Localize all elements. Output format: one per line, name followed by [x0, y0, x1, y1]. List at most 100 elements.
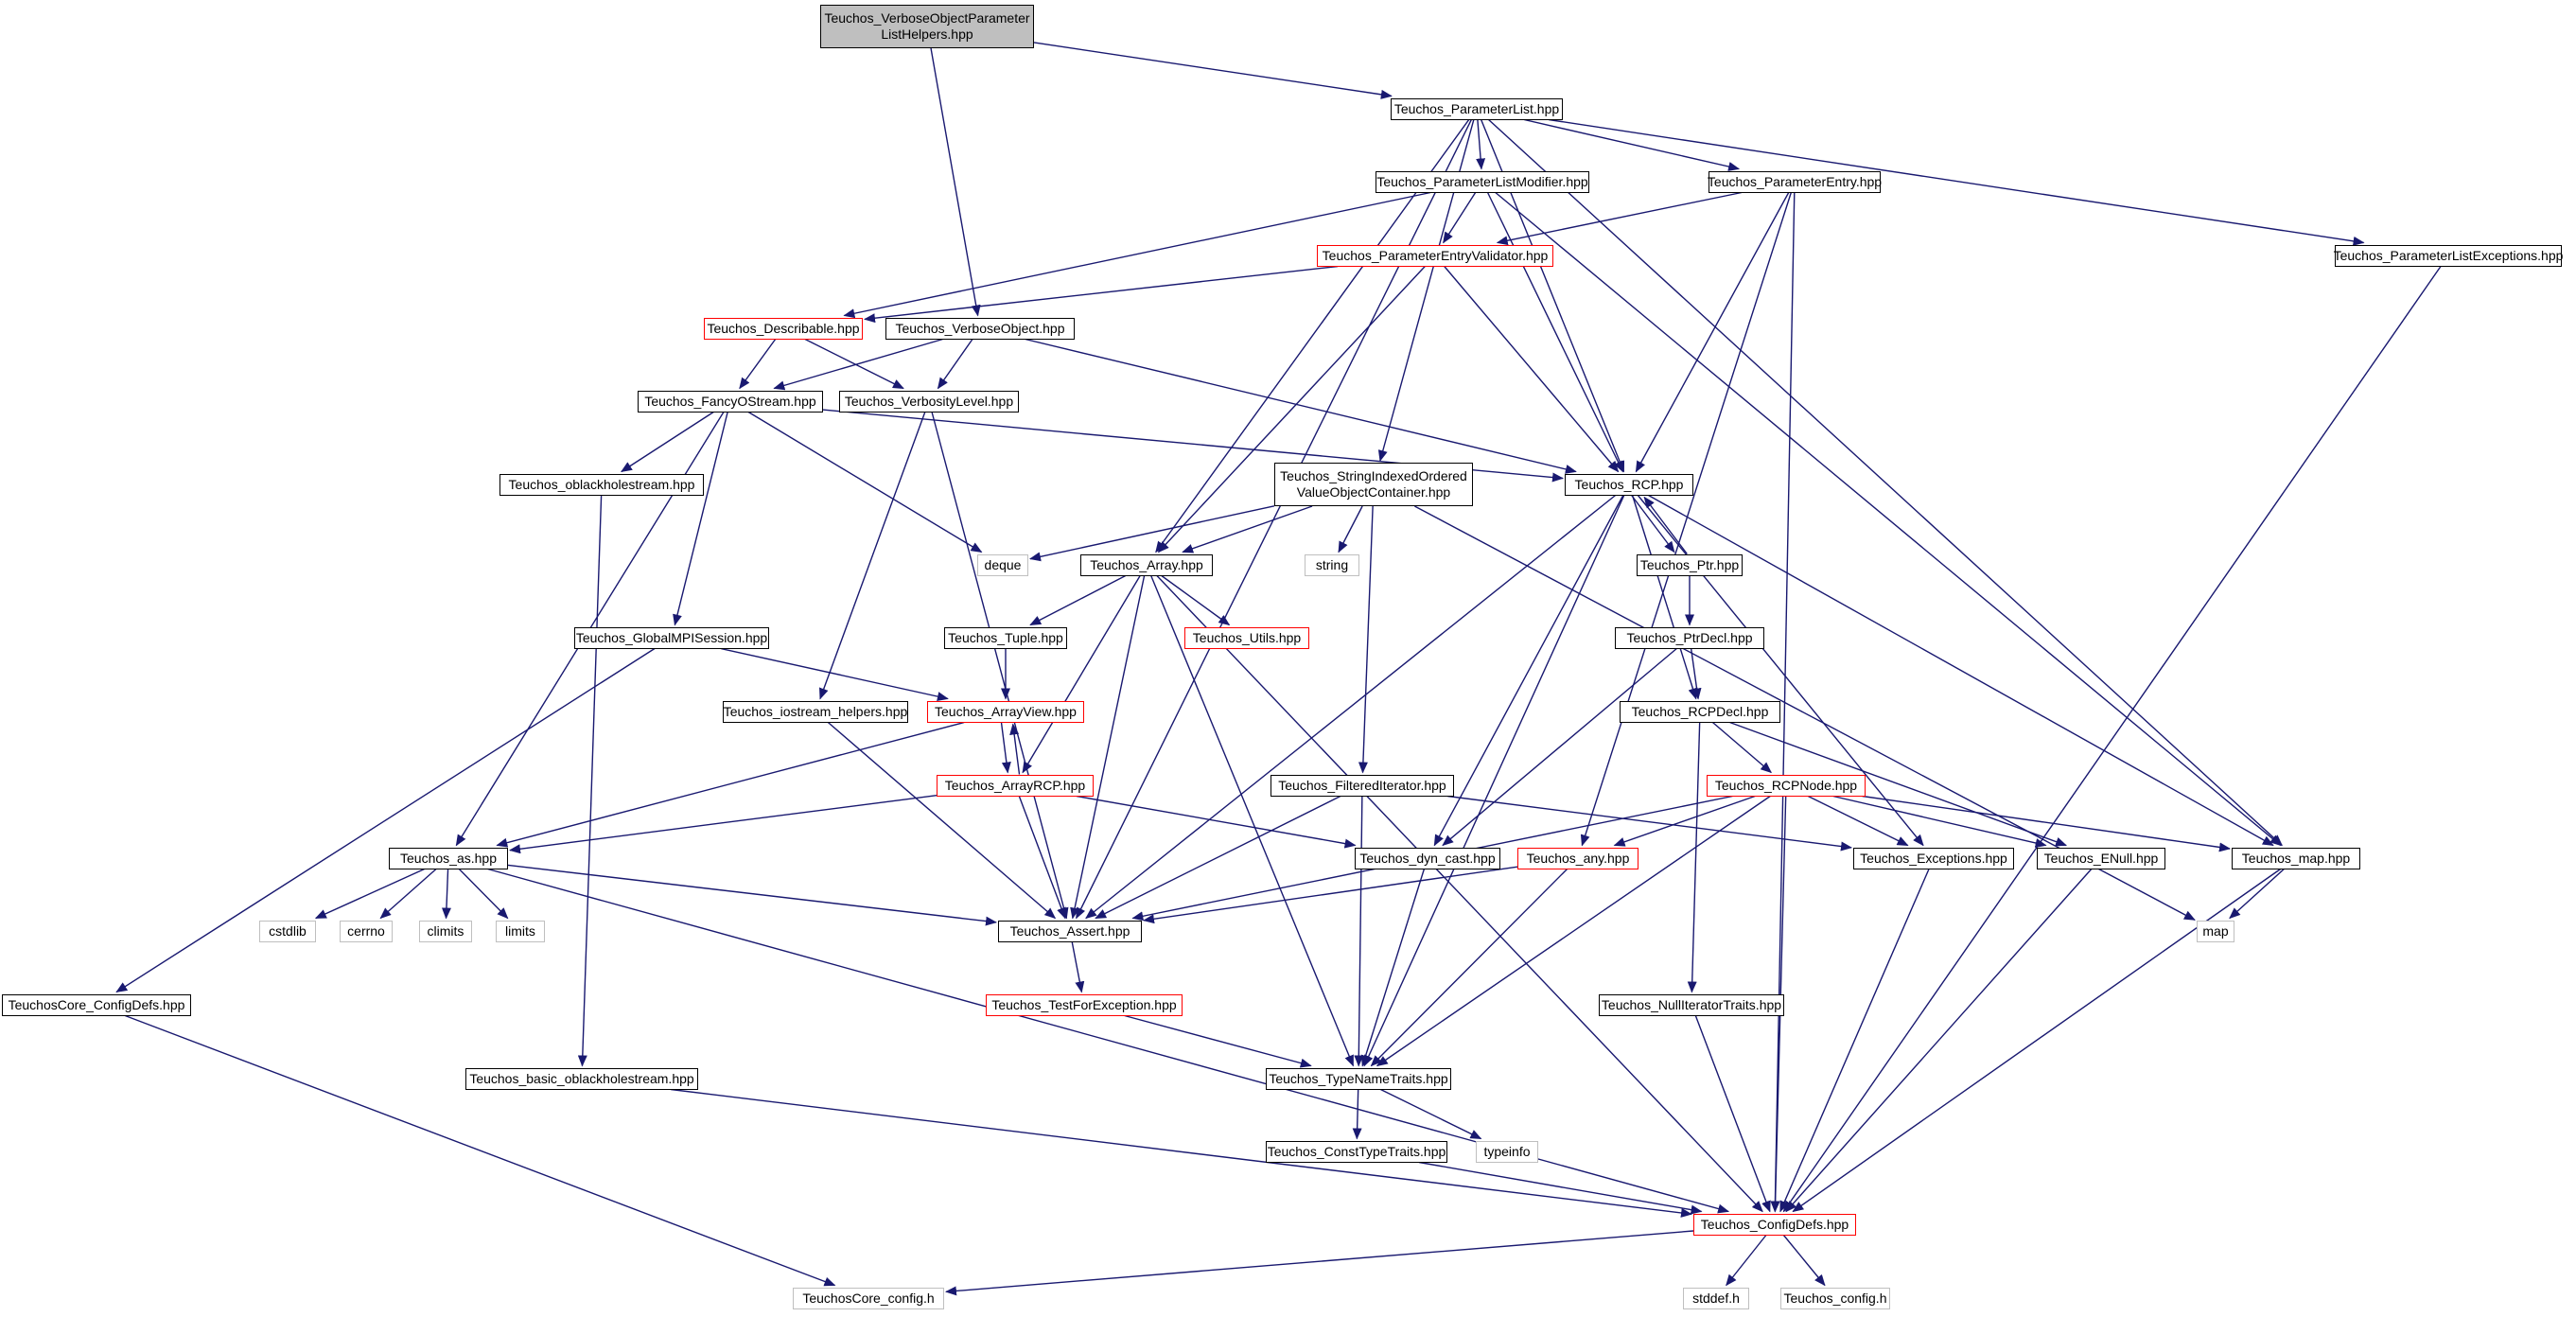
edge-map-to-mapstd [2229, 868, 2285, 920]
edge-rcpnode-to-exc [1807, 795, 1909, 847]
edge-tnt-to-typeinfo [1380, 1088, 1482, 1140]
node-teuchos-verboseobject-hpp[interactable]: Teuchos_VerboseObject.hpp [885, 317, 1075, 340]
node-teuchos-typenametraits-hpp[interactable]: Teuchos_TypeNameTraits.hpp [1266, 1067, 1451, 1090]
node-teuchos-describable-hpp[interactable]: Teuchos_Describable.hpp [704, 317, 863, 340]
edge-vobj-to-vlevel [937, 339, 973, 390]
node-teuchos-enull-hpp[interactable]: Teuchos_ENull.hpp [2037, 847, 2165, 869]
node-teuchos-exceptions-hpp[interactable]: Teuchos_Exceptions.hpp [1853, 847, 2014, 869]
edge-vlevel-to-assert [931, 412, 1069, 920]
node-teuchos-verbositylevel-hpp[interactable]: Teuchos_VerbosityLevel.hpp [839, 390, 1019, 413]
node-teuchos-configdefs-hpp[interactable]: Teuchos_ConfigDefs.hpp [1693, 1213, 1856, 1236]
edge-cfgdefs-to-coreconfig [945, 1230, 1694, 1296]
node-teuchos-parameterlistmodifier-hpp[interactable]: Teuchos_ParameterListModifier.hpp [1376, 170, 1589, 193]
node-teuchoscore-configdefs-hpp[interactable]: TeuchosCore_ConfigDefs.hpp [2, 993, 191, 1016]
node-teuchos-arrayrcp-hpp[interactable]: Teuchos_ArrayRCP.hpp [937, 774, 1094, 797]
node-teuchos-iostream-helpers-hpp[interactable]: Teuchos_iostream_helpers.hpp [723, 700, 908, 723]
node-teuchos-verboseobjectparameterlisthelpers-hpp: Teuchos_VerboseObjectParameter ListHelpe… [820, 5, 1034, 48]
edge-ctt-to-cfgdefs [1418, 1161, 1703, 1215]
edge-array-to-tnt [1150, 575, 1355, 1067]
node-teuchos-rcp-hpp[interactable]: Teuchos_RCP.hpp [1565, 473, 1693, 496]
edge-array-to-assert [1070, 575, 1146, 920]
edge-sio-to-array [1182, 505, 1313, 553]
node-teuchos-basic-oblackholestream-hpp[interactable]: Teuchos_basic_oblackholestream.hpp [465, 1067, 698, 1090]
edge-exc-to-cfgdefs [1779, 869, 1930, 1213]
node-teuchos-ptr-hpp[interactable]: Teuchos_Ptr.hpp [1637, 553, 1743, 576]
edge-plist-to-plmod [1476, 119, 1486, 170]
node-typeinfo: typeinfo [1476, 1140, 1538, 1163]
node-teuchos-ptrdecl-hpp[interactable]: Teuchos_PtrDecl.hpp [1615, 626, 1764, 649]
edge-pev-to-desc [864, 265, 1339, 324]
edge-ptrdecl-to-rcpdecl [1690, 648, 1702, 700]
edge-rcp-to-map [1648, 494, 2274, 847]
node-teuchos-array-hpp[interactable]: Teuchos_Array.hpp [1080, 553, 1213, 576]
edge-pentry-to-any [1580, 192, 1792, 847]
node-teuchos-parameterlist-hpp[interactable]: Teuchos_ParameterList.hpp [1391, 97, 1563, 120]
edge-pentry-to-rcp [1635, 192, 1790, 473]
node-teuchos-rcpdecl-hpp[interactable]: Teuchos_RCPDecl.hpp [1620, 700, 1780, 723]
edge-any-to-tnt [1370, 869, 1568, 1067]
node-teuchos-any-hpp[interactable]: Teuchos_any.hpp [1517, 847, 1638, 869]
node-teuchos-rcpnode-hpp[interactable]: Teuchos_RCPNode.hpp [1707, 774, 1866, 797]
node-map: map [2197, 920, 2234, 942]
node-teuchos-fancyostream-hpp[interactable]: Teuchos_FancyOStream.hpp [638, 390, 823, 413]
edge-arcp-to-aview [1009, 723, 1021, 775]
edge-cfgdefs-to-stddef [1726, 1235, 1767, 1287]
node-teuchos-parameterlistexceptions-hpp[interactable]: Teuchos_ParameterListExceptions.hpp [2334, 244, 2563, 267]
edge-sio-to-filt [1358, 505, 1374, 774]
edge-filt-to-assert [1095, 795, 1341, 920]
node-teuchos-as-hpp[interactable]: Teuchos_as.hpp [389, 847, 508, 869]
node-teuchos-stringindexedorderedvalueobjectcontainer-hpp[interactable]: Teuchos_StringIndexedOrdered ValueObject… [1274, 463, 1473, 506]
edge-aview-to-arcp [1000, 722, 1011, 774]
edge-filt-to-tnt [1354, 796, 1364, 1067]
node-teuchos-tuple-hpp[interactable]: Teuchos_Tuple.hpp [944, 626, 1067, 649]
node-cstdlib: cstdlib [259, 920, 316, 942]
edge-plist-to-map [1488, 118, 2283, 847]
node-teuchos-globalmpisession-hpp[interactable]: Teuchos_GlobalMPISession.hpp [574, 626, 769, 649]
node-teuchos-filterediterator-hpp[interactable]: Teuchos_FilteredIterator.hpp [1270, 774, 1454, 797]
edge-rcpnode-to-map [1862, 795, 2231, 852]
edge-rcpnode-to-tnt [1376, 795, 1771, 1067]
node-teuchos-assert-hpp[interactable]: Teuchos_Assert.hpp [998, 920, 1142, 942]
node-teuchos-nulliteratortraits-hpp[interactable]: Teuchos_NullIteratorTraits.hpp [1599, 993, 1784, 1016]
edge-vobj-to-fancy [773, 338, 943, 391]
edge-fancy-to-gmpi [673, 412, 728, 626]
edge-root-to-vobj [930, 47, 981, 317]
edge-rcp-to-tnt [1363, 495, 1625, 1067]
edge-gmpi-to-cfgdefs_core [115, 647, 656, 993]
edge-sio-to-string [1338, 505, 1363, 553]
edge-plist-to-plexc [1549, 118, 2365, 246]
edge-sio-to-deque [1029, 505, 1275, 562]
edge-iohelp-to-assert [827, 721, 1057, 920]
edge-rcp-to-assert [1085, 494, 1617, 920]
edge-tfe-to-tnt [1124, 1014, 1312, 1068]
node-teuchos-utils-hpp[interactable]: Teuchos_Utils.hpp [1184, 626, 1309, 649]
node-teuchos-config-h: Teuchos_config.h [1780, 1287, 1890, 1309]
node-limits: limits [496, 920, 545, 942]
edge-plmod-to-rcp [1486, 192, 1624, 473]
edge-pentry-to-pev [1496, 191, 1743, 246]
node-teuchos-dyn-cast-hpp[interactable]: Teuchos_dyn_cast.hpp [1355, 847, 1500, 869]
node-teuchos-oblackholestream-hpp[interactable]: Teuchos_oblackholestream.hpp [499, 473, 704, 496]
edge-as-to-climits [441, 869, 451, 920]
edge-as-to-cstdlib [314, 868, 425, 920]
edge-plmod-to-map [1495, 191, 2282, 847]
edge-fancy-to-oblack [621, 411, 714, 473]
node-teuchos-testforexception-hpp[interactable]: Teuchos_TestForException.hpp [986, 993, 1183, 1016]
node-teuchos-parameterentry-hpp[interactable]: Teuchos_ParameterEntry.hpp [1708, 170, 1882, 193]
edge-nulliter-to-cfgdefs [1694, 1015, 1771, 1213]
node-teuchos-map-hpp[interactable]: Teuchos_map.hpp [2232, 847, 2360, 869]
edge-rcp-to-rcpdecl [1631, 495, 1698, 700]
node-teuchos-arrayview-hpp[interactable]: Teuchos_ArrayView.hpp [927, 700, 1084, 723]
edge-dyn-to-tnt [1360, 869, 1426, 1067]
edge-arcp-to-as [509, 794, 938, 854]
edge-rcpdecl-to-rcpnode [1711, 721, 1773, 774]
edge-vlevel-to-iohelp [819, 412, 926, 700]
node-teuchos-parameterentryvalidator-hpp[interactable]: Teuchos_ParameterEntryValidator.hpp [1317, 244, 1553, 267]
edge-rcpnode-to-any [1613, 795, 1756, 847]
edge-enull-to-cfgdefs [1785, 869, 2093, 1213]
node-stddef-h: stddef.h [1683, 1287, 1749, 1309]
edge-fancy-to-deque [747, 411, 983, 553]
node-teuchos-consttypetraits-hpp[interactable]: Teuchos_ConstTypeTraits.hpp [1266, 1140, 1447, 1163]
edge-tnt-to-ctt [1352, 1089, 1362, 1140]
